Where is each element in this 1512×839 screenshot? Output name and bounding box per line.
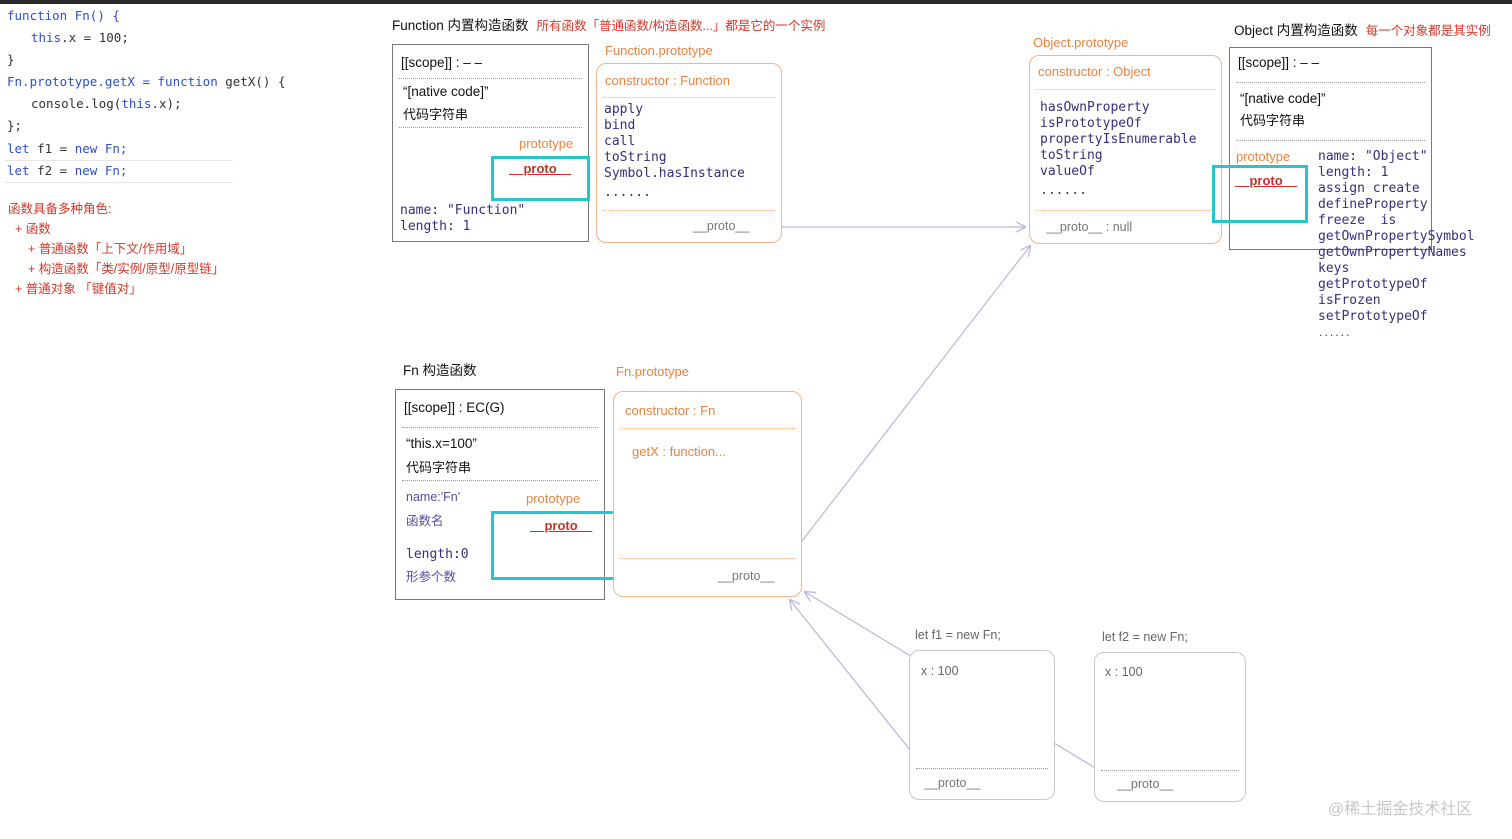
object-ctor-props: name: "Object" length: 1 assign create d…	[1318, 149, 1475, 324]
name-prop: name: "Function"	[400, 203, 526, 218]
proto-label: __proto__	[924, 776, 981, 790]
constructor-field: constructor : Object	[1038, 64, 1151, 79]
arrow-f1-to-fn-prototype	[790, 600, 931, 776]
x-prop: x : 100	[1105, 665, 1143, 679]
length-prop: length:0	[406, 547, 469, 562]
highlight-box	[1212, 165, 1308, 223]
proto-label: __proto__	[1235, 173, 1298, 188]
native-code-desc: 代码字符串	[1240, 113, 1306, 128]
code-line-2: this.x = 100;	[31, 30, 129, 45]
function-ctor-box: [[scope]] : – – “[native code]” 代码字符串 pr…	[392, 44, 589, 242]
object-ctor-title: Object 内置构造函数每一个对象都是其实例	[1234, 23, 1491, 38]
length-prop-desc: 形参个数	[406, 570, 457, 584]
highlight-box	[491, 156, 590, 201]
fn-prototype-title: Fn.prototype	[616, 364, 689, 379]
function-ctor-title: Function 内置构造函数所有函数「普通函数/构造函数...」都是它的一个实…	[392, 18, 826, 33]
prototype-label: prototype	[526, 491, 581, 506]
role-item: + 构造函数「类/实例/原型/原型链」	[28, 262, 225, 276]
proto-label: __proto__	[1117, 777, 1174, 791]
object-ctor-ellipsis: ......	[1318, 329, 1351, 339]
ellipsis: ......	[604, 185, 651, 200]
native-code: “[native code]”	[403, 84, 489, 99]
object-ctor-box: [[scope]] : – – “[native code]” 代码字符串 pr…	[1229, 47, 1432, 250]
proto-label: __proto__	[693, 219, 750, 233]
scope-field: [[scope]] : EC(G)	[404, 400, 505, 415]
top-border	[0, 0, 1512, 4]
code-line-8: let f2 = new Fn;	[7, 163, 128, 178]
ellipsis: ......	[1040, 183, 1087, 198]
code-line-4: Fn.prototype.getX = function getX() {	[7, 74, 286, 89]
fn-prototype-box: constructor : Fn getX : function... __pr…	[613, 391, 802, 597]
prototype-label: prototype	[1236, 149, 1291, 164]
function-prototype-box: constructor : Function apply bind call t…	[596, 63, 782, 243]
fn-body-desc: 代码字符串	[406, 460, 472, 475]
length-prop: length: 1	[400, 219, 471, 234]
role-item: + 普通对象 「键值对」	[15, 282, 142, 296]
method-list: hasOwnProperty isPrototypeOf propertyIsE…	[1040, 100, 1197, 179]
fn-ctor-title: Fn 构造函数	[403, 363, 477, 378]
native-code: “[native code]”	[1240, 91, 1326, 106]
constructor-field: constructor : Function	[605, 73, 730, 88]
proto-label: __proto__	[509, 161, 572, 176]
code-panel: function Fn() { this.x = 100; } Fn.proto…	[0, 0, 1512, 242]
name-prop: name:'Fn'	[406, 490, 461, 504]
object-prototype-title: Object.prototype	[1033, 35, 1129, 50]
fn-body-code: “this.x=100”	[406, 436, 477, 451]
f1-instance-box: x : 100 __proto__	[909, 650, 1055, 800]
name-prop-desc: 函数名	[406, 514, 444, 528]
code-line-5: console.log(this.x);	[31, 96, 182, 111]
fn-ctor-box: [[scope]] : EC(G) “this.x=100” 代码字符串 nam…	[395, 389, 605, 600]
getx-method: getX : function...	[632, 444, 726, 459]
f2-label: let f2 = new Fn;	[1102, 630, 1188, 644]
proto-label: __proto__	[718, 569, 775, 583]
code-separator	[5, 160, 233, 161]
code-line-1: function Fn() {	[7, 8, 120, 23]
f1-label: let f1 = new Fn;	[915, 628, 1001, 642]
object-prototype-box: constructor : Object hasOwnProperty isPr…	[1029, 55, 1222, 244]
object-ctor-note: 每一个对象都是其实例	[1365, 24, 1491, 38]
code-separator	[5, 182, 233, 183]
x-prop: x : 100	[921, 664, 959, 678]
roles-heading: 函数具备多种角色:	[8, 202, 112, 216]
arrow-fn-prototype-to-object-prototype	[777, 246, 1030, 573]
native-code-desc: 代码字符串	[403, 107, 469, 122]
code-line-7: let f1 = new Fn;	[7, 141, 128, 156]
function-ctor-note: 所有函数「普通函数/构造函数...」都是它的一个实例	[536, 19, 826, 33]
constructor-field: constructor : Fn	[625, 403, 716, 418]
f2-instance-box: x : 100 __proto__	[1094, 652, 1246, 802]
prototype-label: prototype	[519, 136, 574, 151]
role-item: + 函数	[15, 222, 51, 236]
code-line-3: }	[7, 52, 15, 67]
roles-list: 函数具备多种角色: + 函数 + 普通函数「上下文/作用域」 + 构造函数「类/…	[8, 199, 224, 299]
code-line-6: };	[7, 118, 23, 133]
proto-null-label: __proto__ : null	[1046, 220, 1133, 234]
method-list: apply bind call toString Symbol.hasInsta…	[604, 102, 745, 181]
proto-label: __proto__	[530, 518, 593, 533]
scope-field: [[scope]] : – –	[401, 55, 483, 70]
function-prototype-title: Function.prototype	[605, 43, 713, 58]
scope-field: [[scope]] : – –	[1238, 55, 1320, 70]
role-item: + 普通函数「上下文/作用域」	[28, 242, 193, 256]
watermark: @稀土掘金技术社区	[1328, 801, 1473, 818]
